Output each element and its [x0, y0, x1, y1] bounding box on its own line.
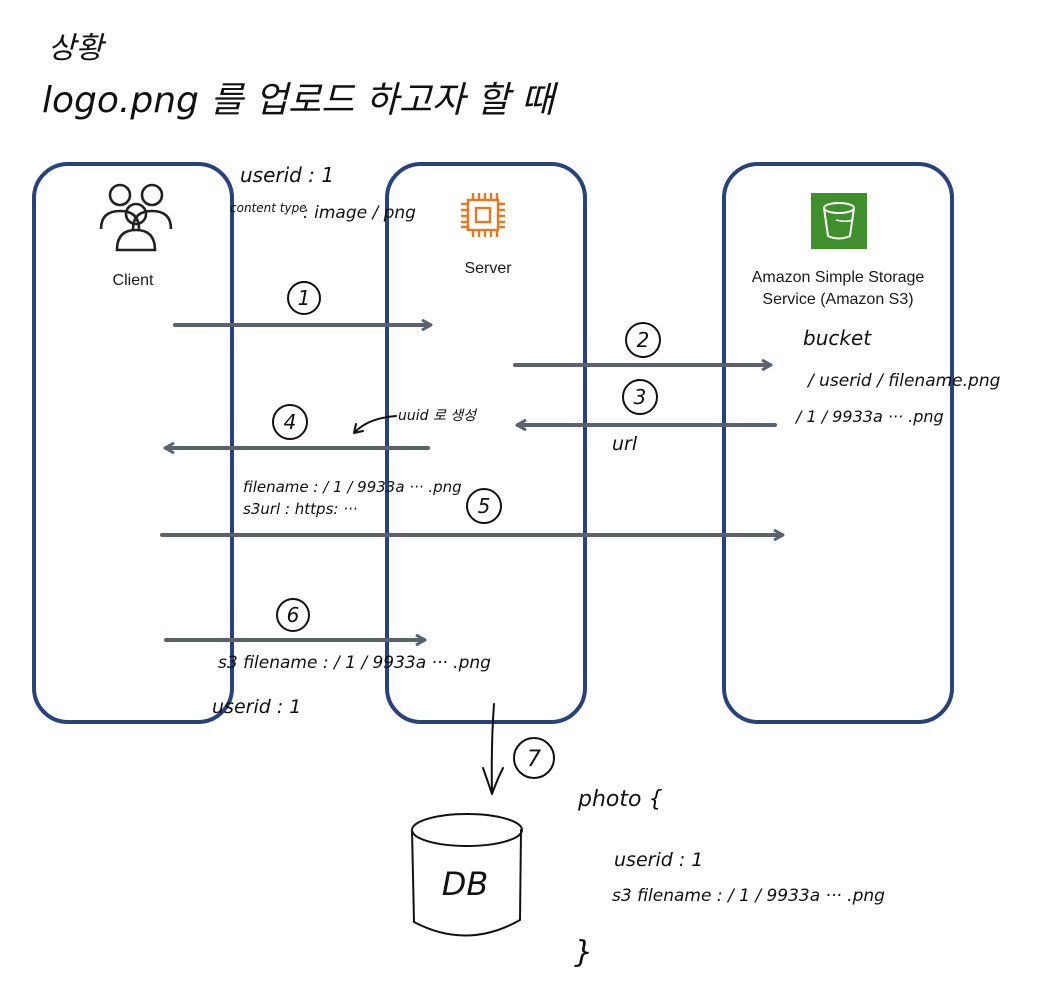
- header-line2: logo.png 를 업로드 하고자 할 때: [42, 80, 559, 121]
- server-label: Server: [464, 260, 512, 277]
- note-request-content-value: : image / png: [303, 203, 416, 223]
- s3-label-line2: Service (Amazon S3): [762, 291, 913, 308]
- step-4-number: 4: [284, 410, 297, 434]
- uuid-pointer-arrow: [353, 415, 397, 434]
- client-label: Client: [113, 272, 154, 289]
- note-photo-filename: s3 filename : / 1 / 9933a ··· .png: [612, 886, 885, 906]
- step-2-circle: [625, 322, 661, 358]
- step-5-number: 5: [478, 494, 491, 518]
- step-7-circle: [513, 737, 555, 779]
- chip-icon: [461, 193, 505, 237]
- note-request-content-label: content type: [230, 201, 307, 215]
- header-line1: 상황: [48, 31, 107, 66]
- note-request-userid: userid : 1: [240, 163, 334, 187]
- server-box: [385, 162, 587, 724]
- step-5-circle: [466, 488, 502, 524]
- note-photo-close: }: [574, 935, 593, 970]
- arrow-step-7: [482, 703, 504, 795]
- note-bucket-title: bucket: [803, 326, 872, 350]
- db-cylinder: [411, 813, 523, 937]
- step-4-circle: [272, 404, 308, 440]
- note-photo-open: photo {: [577, 787, 662, 812]
- note-save-filename: s3 filename : / 1 / 9933a ··· .png: [218, 653, 491, 673]
- note-photo-userid: userid : 1: [614, 849, 703, 871]
- step-6-number: 6: [287, 603, 300, 627]
- note-response-s3url: s3url : https: ···: [243, 500, 358, 518]
- step-1-number: 1: [298, 286, 311, 310]
- users-icon: [99, 183, 173, 252]
- note-response-filename: filename : / 1 / 9933a ··· .png: [243, 478, 462, 496]
- note-url-label: url: [612, 433, 638, 455]
- step-2-number: 2: [637, 328, 650, 352]
- note-bucket-example: / 1 / 9933a ··· .png: [794, 407, 944, 426]
- note-bucket-path: / userid / filename.png: [806, 371, 1001, 391]
- note-save-userid: userid : 1: [212, 696, 301, 718]
- step-3-circle: [622, 379, 658, 415]
- step-3-number: 3: [634, 385, 647, 409]
- note-uuid: uuid 로 생성: [398, 408, 478, 424]
- s3-box: [722, 162, 954, 724]
- step-1-circle: [287, 281, 321, 315]
- s3-label-line1: Amazon Simple Storage: [752, 269, 925, 286]
- client-box: [32, 162, 234, 724]
- bucket-icon: [811, 193, 867, 249]
- step-6-circle: [276, 598, 310, 632]
- db-label: DB: [442, 865, 489, 903]
- step-7-number: 7: [527, 747, 541, 772]
